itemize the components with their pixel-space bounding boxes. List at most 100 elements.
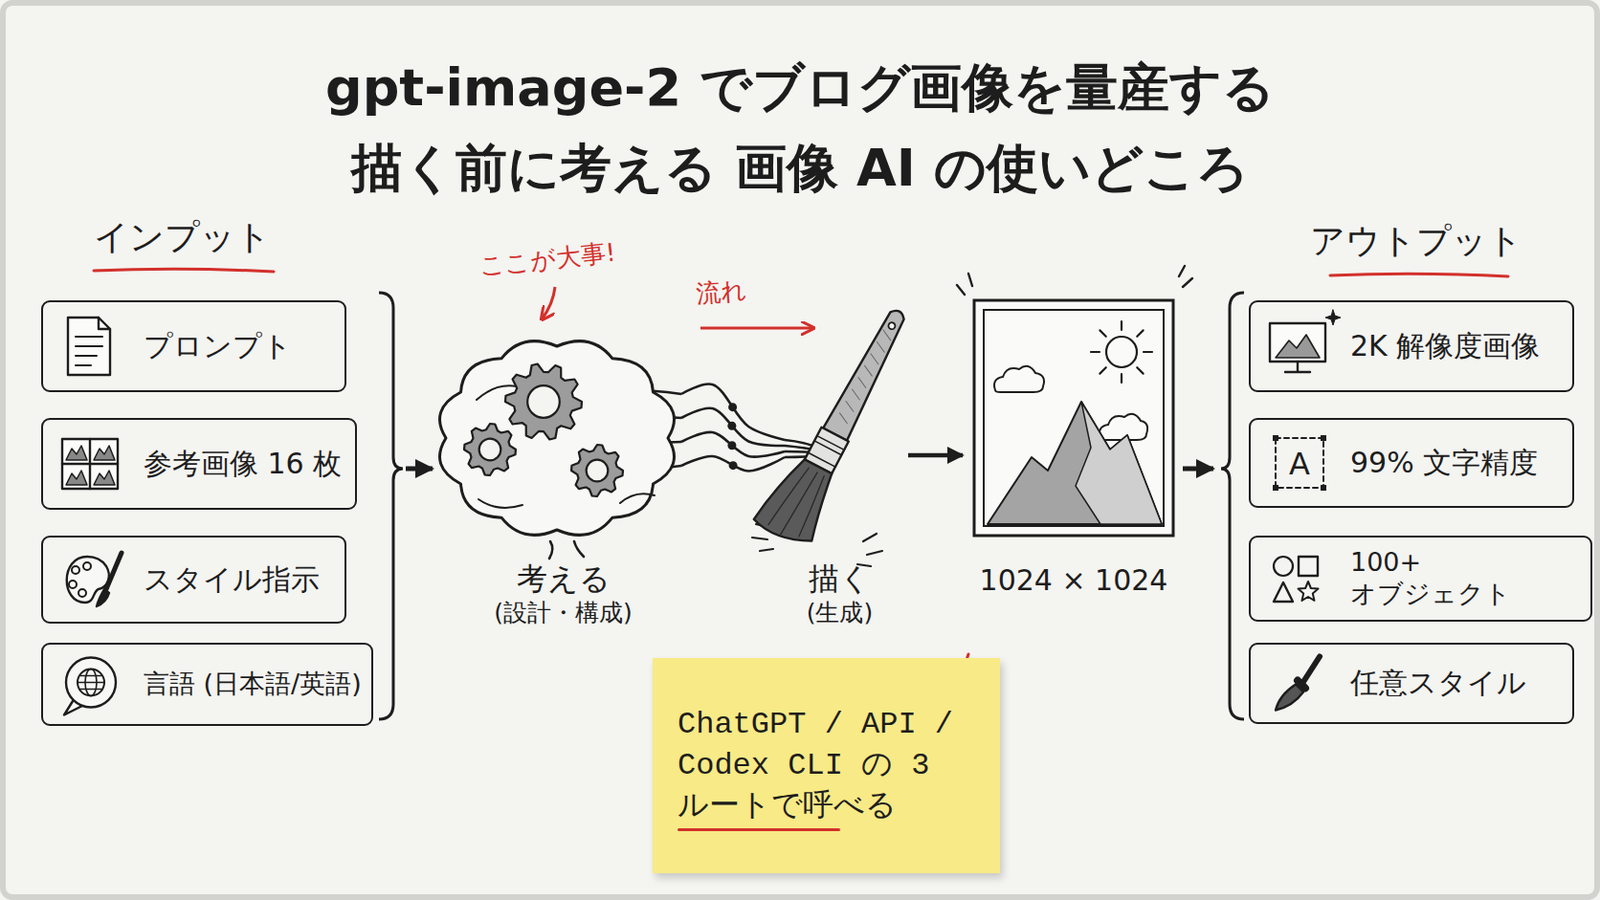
section-heading: インプット	[93, 216, 271, 258]
box-icon-part	[75, 335, 103, 338]
flow-connector	[681, 384, 785, 472]
image-frame-illustration-part	[974, 300, 1174, 536]
input-arrow	[405, 466, 433, 472]
section-heading: アウトプット	[1310, 220, 1523, 262]
node-label: 言語 (日本語/英語)	[143, 668, 362, 701]
box-icon-part	[93, 470, 115, 486]
input-box: スタイル指示	[41, 535, 347, 624]
node-label: 1024 × 1024	[979, 563, 1169, 600]
heading-underline	[1330, 273, 1509, 277]
gear-symbol	[505, 364, 582, 441]
brain-illustration-part	[549, 541, 584, 559]
node-label: スタイル指示	[143, 562, 320, 599]
box-icon-part	[1275, 334, 1320, 358]
connector-line	[681, 432, 785, 458]
brush-illustration-part	[874, 341, 888, 353]
diagram-title: gpt-image-2 でブログ画像を量産する 描く前に考える 画像 AI の使…	[311, 47, 1289, 208]
gear-symbol	[464, 423, 516, 476]
sun-symbol-part	[1106, 336, 1137, 368]
connector-line	[908, 453, 963, 459]
brain-illustration	[440, 341, 675, 559]
box-icon-part	[75, 364, 91, 367]
output-bracket	[1221, 292, 1245, 720]
box-icon-part	[1325, 310, 1341, 326]
draw-figure: 描く(生成)	[784, 306, 895, 632]
brush-illustration-part	[766, 464, 829, 544]
box-icon-part	[78, 589, 87, 598]
connector-dot	[727, 441, 736, 450]
gear-symbol-part	[505, 364, 582, 441]
input-box: 参考画像 16 枚	[41, 418, 357, 511]
node-label: 考える	[516, 560, 611, 599]
box-icon-part	[1272, 485, 1279, 491]
connector-line	[681, 408, 785, 446]
connector-dot	[728, 402, 737, 412]
sun-symbol-part	[1090, 321, 1153, 383]
box-icon-part	[1273, 556, 1293, 577]
box-icon-part	[77, 676, 105, 690]
brush-illustration-part	[855, 377, 868, 389]
box-icon-part	[1298, 556, 1318, 577]
gear-symbol-part	[571, 444, 623, 497]
box-icon-part	[83, 562, 91, 571]
box-icon	[1269, 310, 1341, 373]
connector-dot	[727, 422, 736, 431]
box-icon-part	[71, 566, 80, 575]
brain-illustration-part	[440, 341, 675, 536]
box-icon-part	[1269, 323, 1326, 362]
gear-symbol-part	[479, 439, 502, 462]
icon-letter: A	[1288, 445, 1311, 483]
box-icon-part	[1302, 657, 1320, 685]
box-icon-part	[1273, 582, 1293, 602]
box-icon-part	[96, 589, 110, 607]
sticky-note: ChatGPT / API / Codex CLI の 3 ルートで呼べる	[652, 658, 1000, 874]
box-icon-part	[68, 580, 77, 589]
brush-illustration-part	[843, 400, 856, 412]
image-frame-illustration-part	[1075, 401, 1162, 525]
node-label: 描く	[808, 560, 871, 599]
brush-illustration-part	[822, 305, 912, 441]
arrow-connector	[908, 455, 963, 457]
box-icon-part	[62, 439, 118, 489]
image-frame-illustration-part	[983, 310, 1164, 527]
brush-illustration-part	[880, 330, 893, 341]
brush-illustration-part	[849, 389, 863, 400]
box-icon-part	[1272, 435, 1279, 442]
node-label: 2K 解像度画像	[1350, 329, 1540, 365]
output-box: 2K 解像度画像	[1248, 300, 1575, 393]
box-icon-part	[98, 317, 111, 330]
box-icon-part	[75, 345, 103, 348]
box-icon-part	[67, 317, 111, 376]
box-icon-part	[1275, 438, 1324, 489]
output-box: 任意スタイル	[1248, 643, 1575, 725]
flow-arrow	[700, 327, 814, 331]
image-frame: 1024 × 1024	[974, 300, 1174, 603]
box-icon-part	[62, 439, 118, 489]
brush-illustration	[752, 296, 925, 552]
box-icon-part	[75, 355, 97, 357]
gear-symbol-part	[586, 460, 609, 483]
output-box: 100+ オブジェクト	[1248, 535, 1593, 623]
gear-symbol-part	[464, 423, 516, 476]
sun-symbol	[1090, 321, 1153, 383]
box-icon	[1273, 556, 1319, 602]
image-frame-illustration-part	[956, 266, 1193, 295]
output-arrow	[1182, 466, 1214, 472]
box-icon-part	[1275, 685, 1304, 712]
input-bracket	[378, 292, 403, 720]
box-icon	[66, 553, 122, 607]
node-label: ChatGPT / API / Codex CLI の 3 ルートで呼べる	[677, 704, 968, 829]
box-icon	[67, 317, 111, 376]
node-sublabel: (生成)	[806, 599, 874, 629]
heading-underline	[93, 268, 274, 272]
gear-symbol	[571, 444, 623, 497]
image-frame-illustration-part	[994, 366, 1045, 393]
brush-illustration-part	[867, 354, 881, 365]
box-icon	[1275, 657, 1320, 712]
callout-note: ここが大事!	[477, 238, 618, 283]
node-sublabel: (設計・構成)	[493, 599, 633, 629]
